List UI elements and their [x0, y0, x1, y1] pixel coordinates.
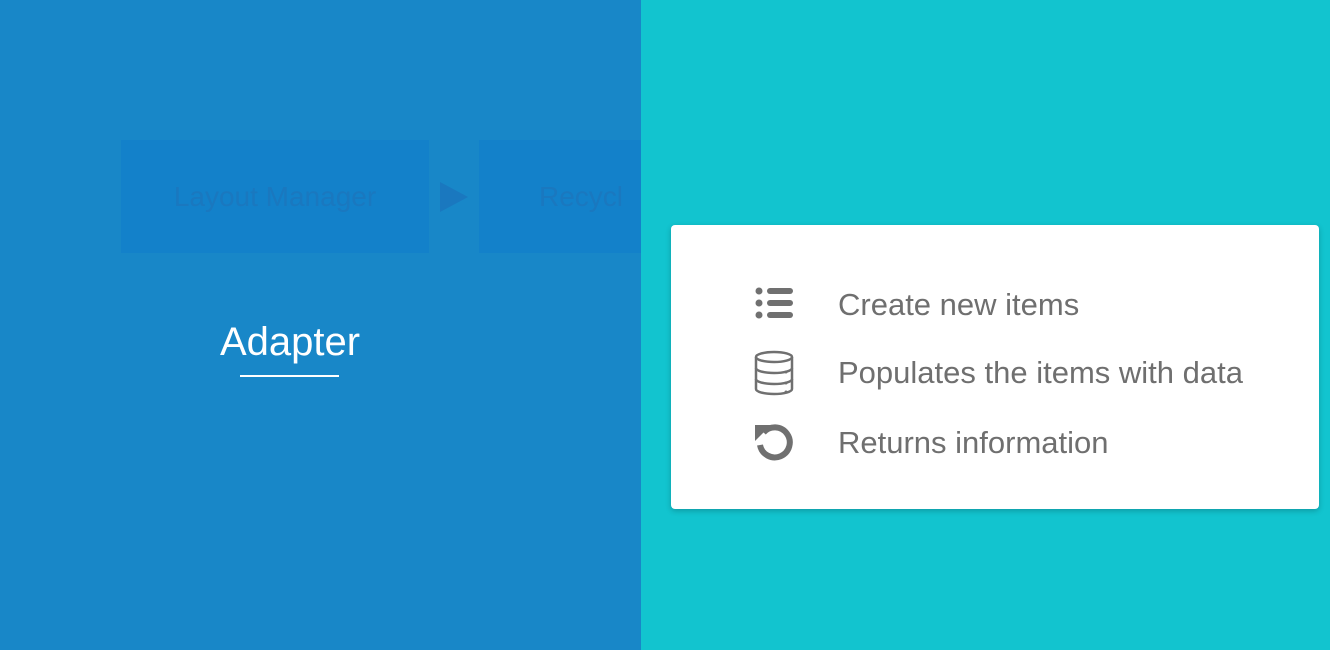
adapter-underline [240, 375, 339, 377]
database-icon [751, 350, 797, 396]
list-item-label: Create new items [838, 287, 1080, 322]
list-item-label: Populates the items with data [838, 355, 1243, 390]
refresh-icon [751, 420, 797, 466]
recycler-label: Recycl [539, 180, 624, 212]
layout-manager-box: Layout Manager [121, 140, 429, 253]
layout-manager-label: Layout Manager [173, 180, 377, 212]
list-item: Create new items [671, 277, 1319, 333]
list-icon [751, 282, 797, 328]
arrow-right-icon [440, 182, 468, 212]
list-item: Returns information [671, 415, 1319, 471]
list-item-label: Returns information [838, 425, 1109, 460]
adapter-responsibilities-card: Create new items Populates the items wit… [671, 225, 1319, 509]
adapter-title: Adapter [219, 320, 361, 364]
recycler-box: Recycl [479, 140, 641, 253]
list-item: Populates the items with data [671, 345, 1319, 401]
left-panel: Layout Manager Recycl Adapter [0, 0, 641, 650]
